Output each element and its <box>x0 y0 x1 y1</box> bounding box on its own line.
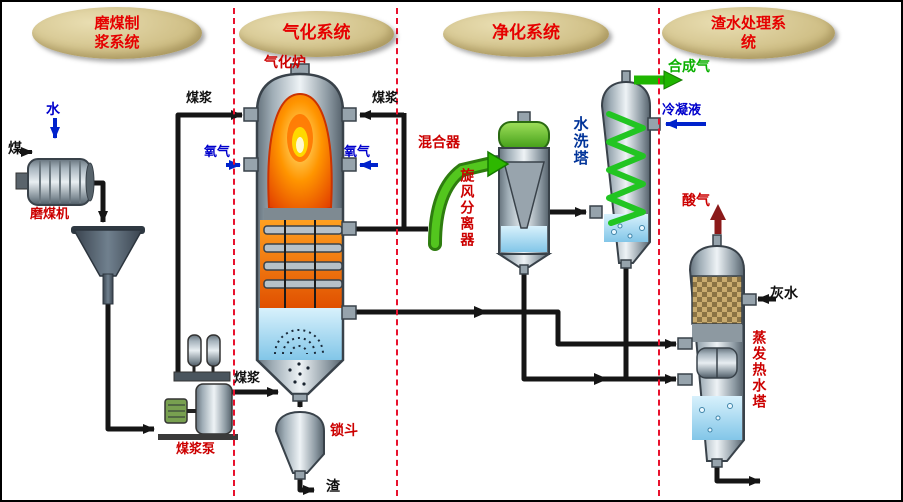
section-ellipse-milling: 磨煤制 浆系统 <box>32 7 202 59</box>
oxygen-label-left: 氧气 <box>204 145 231 160</box>
wash-tower-vessel <box>589 70 661 269</box>
section-title-slag-water: 渣水处理系 统 <box>710 14 786 51</box>
mid-arrowhead <box>594 373 608 385</box>
evaporation-tower-label: 蒸发热水塔 <box>750 330 767 410</box>
pipe-hopper-to-pump <box>105 302 155 434</box>
gray-water-label: 灰水 <box>770 286 798 302</box>
coal-slurry-pump-label: 煤浆泵 <box>176 442 216 457</box>
coal-mill-label: 磨煤机 <box>30 207 70 222</box>
pipe-evap-bottom-out <box>714 466 761 486</box>
pipe-cyclone-drain <box>521 272 677 384</box>
oxygen-label-right: 氧气 <box>344 145 371 160</box>
section-title-purification: 净化系统 <box>492 23 560 44</box>
section-ellipse-slag-water: 渣水处理系 统 <box>662 7 835 59</box>
section-divider-2 <box>396 8 398 496</box>
section-title-gasification: 气化系统 <box>282 23 351 44</box>
section-title-milling: 磨煤制 浆系统 <box>94 14 140 51</box>
condensate-label: 冷凝液 <box>662 103 702 118</box>
gasifier-vessel <box>243 63 357 402</box>
cyclone-separator-vessel <box>489 111 553 275</box>
acid-gas-label: 酸气 <box>682 193 710 209</box>
pipes <box>88 110 761 495</box>
lock-hopper-vessel <box>274 410 325 480</box>
pipe-slurry-riser <box>175 110 243 374</box>
gasifier-label: 气化炉 <box>264 55 306 71</box>
slurry-hopper-graphic <box>71 226 145 305</box>
pipe-slag-out <box>297 478 315 495</box>
mixer-green-arrow <box>428 150 510 251</box>
section-ellipse-gasification: 气化系统 <box>239 11 394 57</box>
coal-slurry-pump-graphic <box>158 334 238 440</box>
pipe-gasifier-drain <box>356 309 677 349</box>
syngas-label: 合成气 <box>668 59 710 75</box>
slag-label: 渣 <box>326 479 340 495</box>
water-label: 水 <box>46 102 60 118</box>
mid-arrowhead <box>474 306 488 318</box>
coal-slurry-label-pump: 煤浆 <box>234 371 261 386</box>
lock-hopper-label: 锁斗 <box>330 423 358 439</box>
wash-tower-label: 水洗塔 <box>571 116 590 167</box>
evaporation-tower-vessel <box>677 234 757 468</box>
coal-slurry-label-right: 煤浆 <box>372 91 399 106</box>
section-ellipse-purification: 净化系统 <box>443 11 609 57</box>
mixer-label: 混合器 <box>418 135 460 151</box>
section-divider-1 <box>233 8 235 496</box>
coal-label: 煤 <box>8 141 22 157</box>
section-divider-3 <box>658 8 660 496</box>
acid-gas-arrow <box>710 204 726 234</box>
coal-slurry-label-left: 煤浆 <box>186 91 213 106</box>
coal-mill-graphic <box>15 158 95 206</box>
cyclone-separator-label: 旋风分离器 <box>458 168 475 248</box>
